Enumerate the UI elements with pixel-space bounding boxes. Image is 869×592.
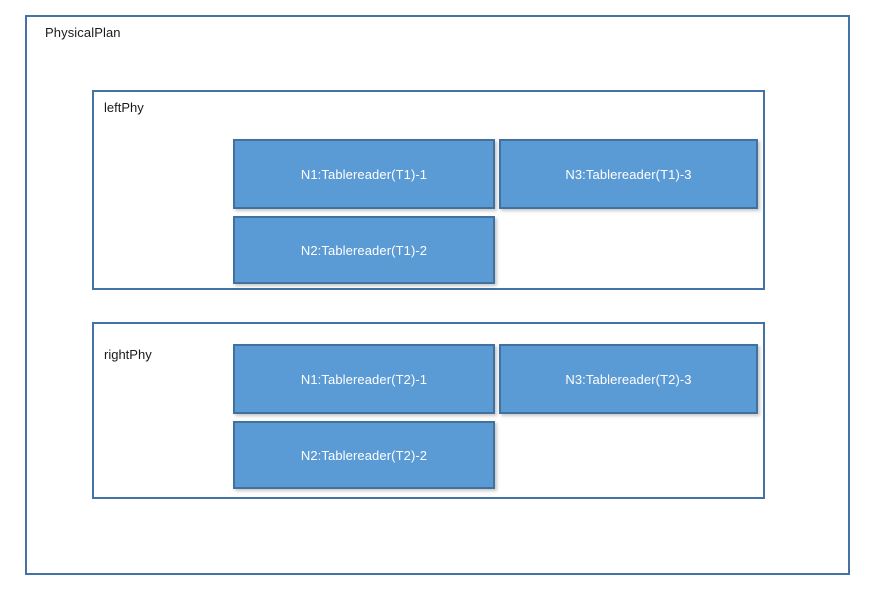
physical-plan-container: PhysicalPlan leftPhy N1:Tablereader(T1)-… xyxy=(25,15,850,575)
node-box-right-n3[interactable]: N3:Tablereader(T2)-3 xyxy=(499,344,758,414)
node-box-left-n2[interactable]: N2:Tablereader(T1)-2 xyxy=(233,216,495,284)
node-box-right-n1[interactable]: N1:Tablereader(T2)-1 xyxy=(233,344,495,414)
left-phy-label: leftPhy xyxy=(104,100,144,115)
left-phy-container: leftPhy N1:Tablereader(T1)-1 N3:Tablerea… xyxy=(92,90,765,290)
node-box-left-n1[interactable]: N1:Tablereader(T1)-1 xyxy=(233,139,495,209)
node-label-left-n1: N1:Tablereader(T1)-1 xyxy=(300,166,428,182)
node-label-right-n1: N1:Tablereader(T2)-1 xyxy=(300,371,428,387)
physical-plan-title: PhysicalPlan xyxy=(45,25,121,40)
right-phy-container: rightPhy N1:Tablereader(T2)-1 N3:Tablere… xyxy=(92,322,765,499)
node-box-left-n3[interactable]: N3:Tablereader(T1)-3 xyxy=(499,139,758,209)
node-label-left-n2: N2:Tablereader(T1)-2 xyxy=(300,242,428,258)
node-label-left-n3: N3:Tablereader(T1)-3 xyxy=(565,166,692,182)
node-label-right-n2: N2:Tablereader(T2)-2 xyxy=(300,447,428,463)
node-box-right-n2[interactable]: N2:Tablereader(T2)-2 xyxy=(233,421,495,489)
node-label-right-n3: N3:Tablereader(T2)-3 xyxy=(565,371,692,387)
right-phy-label: rightPhy xyxy=(104,347,152,362)
